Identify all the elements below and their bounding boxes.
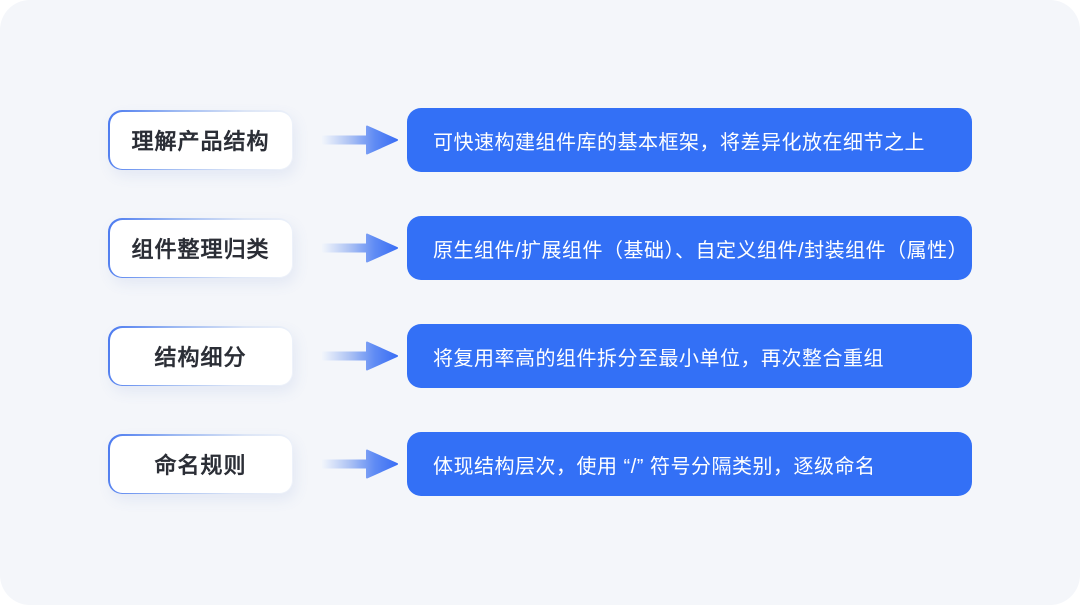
step-description: 体现结构层次，使用 “/” 符号分隔类别，逐级命名 [433, 455, 876, 478]
step-description: 可快速构建组件库的基本框架，将差异化放在细节之上 [433, 131, 925, 154]
arrow-right-icon [322, 341, 398, 371]
step-description: 原生组件/扩展组件（基础）、自定义组件/封装组件（属性） [433, 239, 969, 262]
step-label: 命名规则 [154, 453, 247, 478]
step-description-box: 原生组件/扩展组件（基础）、自定义组件/封装组件（属性） [407, 216, 972, 280]
flow-row: 理解产品结构 可快速构建组件库的基本框架，将差异化放在细节之上 [108, 108, 1080, 172]
arrow-right-icon [322, 233, 398, 263]
flow-row: 组件整理归类 原生组件/扩展组件（基础）、自定义组件/封装组件（属性） [108, 216, 1080, 280]
step-label: 组件整理归类 [131, 237, 270, 262]
step-label-box: 理解产品结构 [108, 110, 293, 170]
step-label-box: 结构细分 [108, 326, 293, 386]
step-label-box: 命名规则 [108, 434, 293, 494]
step-description-box: 体现结构层次，使用 “/” 符号分隔类别，逐级命名 [407, 432, 972, 496]
flow-row: 结构细分 将复用率高的组件拆分至最小单位，再次整合重组 [108, 324, 1080, 388]
step-label-box: 组件整理归类 [108, 218, 293, 278]
arrow-right-icon [322, 125, 398, 155]
arrow-right-icon [322, 449, 398, 479]
step-description: 将复用率高的组件拆分至最小单位，再次整合重组 [433, 347, 884, 370]
step-label: 结构细分 [154, 345, 247, 370]
step-label: 理解产品结构 [131, 129, 270, 154]
step-description-box: 将复用率高的组件拆分至最小单位，再次整合重组 [407, 324, 972, 388]
step-description-box: 可快速构建组件库的基本框架，将差异化放在细节之上 [407, 108, 972, 172]
flow-row: 命名规则 体现结构层次，使用 “/” 符号分隔类别，逐级命名 [108, 432, 1080, 496]
